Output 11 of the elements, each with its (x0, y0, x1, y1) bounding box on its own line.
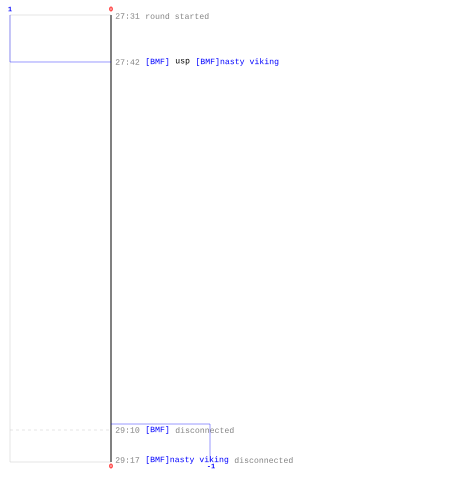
event-text: round started (146, 12, 208, 20)
timestamp: 29:10 (116, 427, 140, 433)
timestamp: 27:42 (116, 59, 140, 65)
player-name: [BMF] (146, 426, 168, 434)
player-name: [BMF]nasty viking (146, 456, 228, 464)
weapon-name: usp (176, 58, 190, 66)
player-name: [BMF]nasty viking (197, 58, 278, 66)
player-name: [BMF] (146, 58, 168, 66)
timestamp: 29:17 (116, 457, 140, 463)
event-text: disconnected (234, 456, 293, 464)
timestamp: 27:31 (116, 13, 140, 19)
